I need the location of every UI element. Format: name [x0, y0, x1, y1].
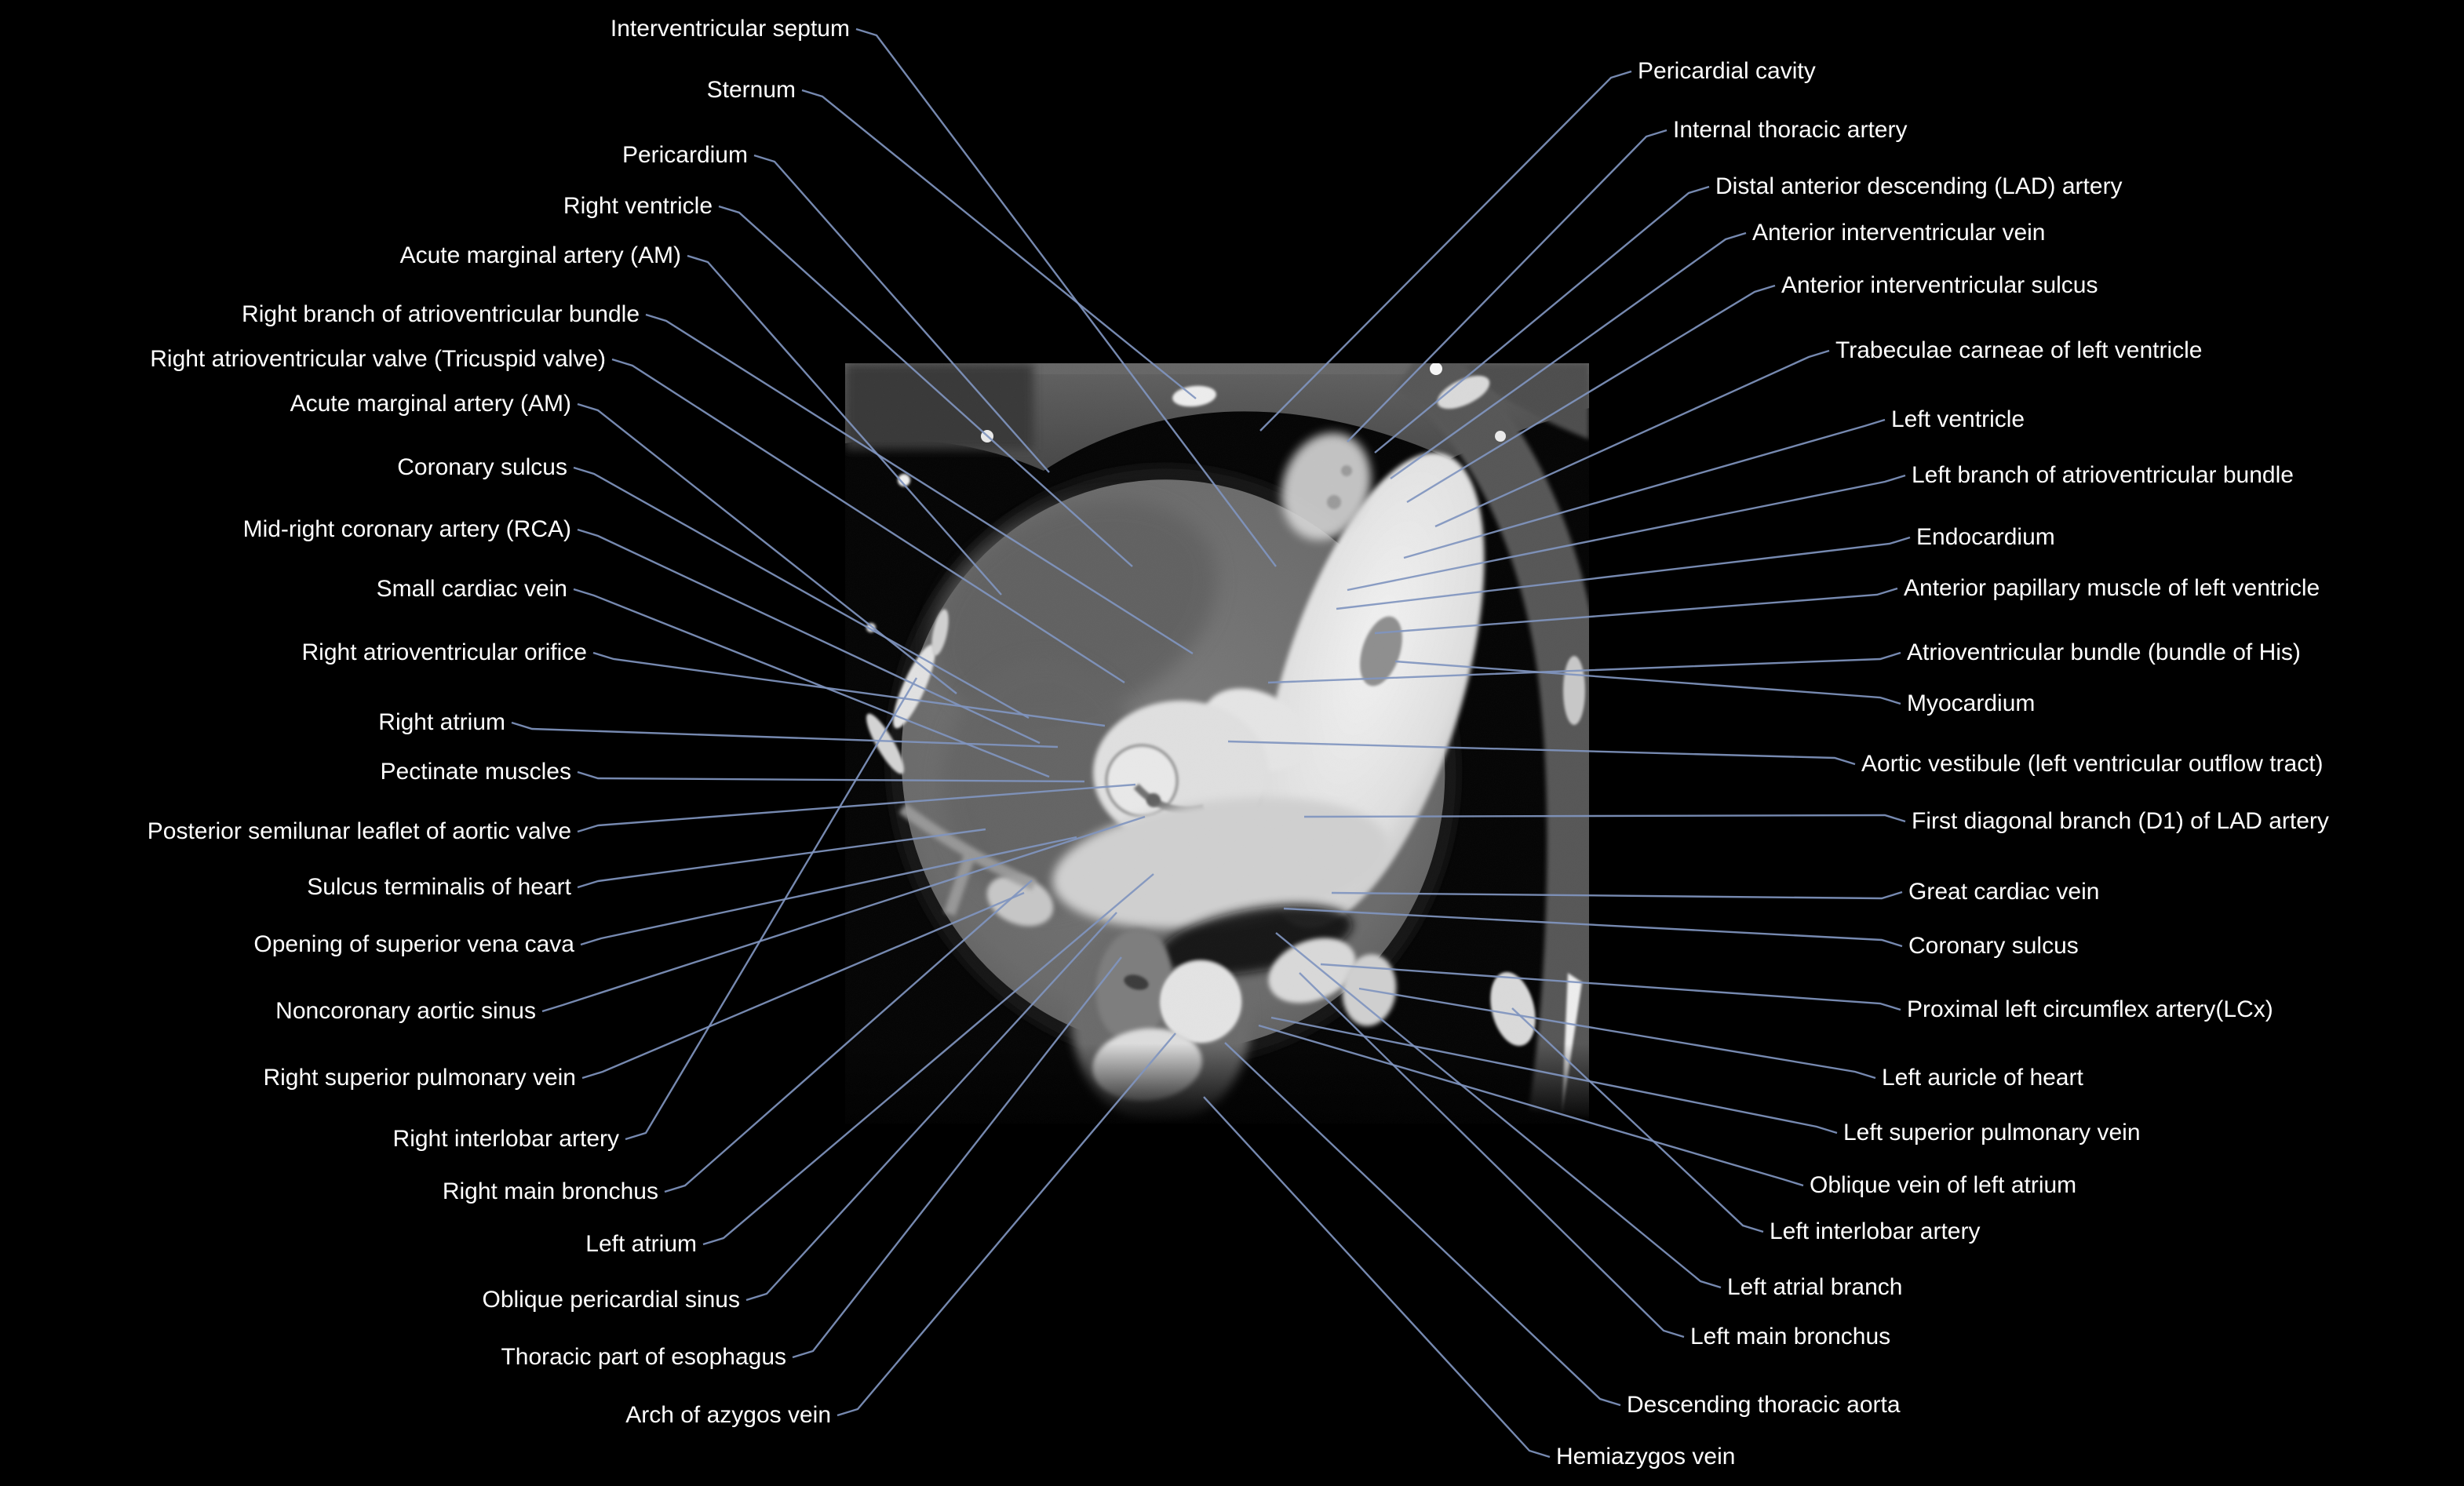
leader-line-acute-marginal-artery-am: [577, 402, 957, 694]
leader-line-small-cardiac-vein: [573, 588, 1050, 778]
leader-line-right-atrium: [511, 721, 1059, 748]
leader-line-left-ventricle: [1403, 418, 1886, 559]
leader-line-pericardium: [753, 154, 1050, 473]
leader-line-right-interlobar-artery: [625, 677, 918, 1141]
leader-line-left-auricle-of-heart: [1358, 987, 1876, 1080]
leader-line-interventricular-septum: [855, 27, 1277, 567]
leader-line-noncoronary-aortic-sinus: [541, 815, 1146, 1013]
ct-image: [845, 363, 1589, 1124]
leader-line-myocardium: [1394, 660, 1901, 705]
leader-line-anterior-interventricular-vein: [1390, 231, 1747, 479]
leader-line-descending-thoracic-aorta: [1224, 1042, 1621, 1407]
leader-line-left-atrium: [702, 873, 1154, 1246]
leader-line-trabeculae-carneae-of-left-ventricle: [1434, 349, 1830, 528]
leader-line-right-main-bronchus: [664, 880, 1033, 1193]
leader-line-acute-marginal-artery-am: [687, 254, 1002, 595]
leader-line-anterior-papillary-muscle-of-left-ventricle: [1374, 587, 1898, 635]
leader-line-right-ventricle: [718, 205, 1133, 567]
leader-line-left-atrial-branch: [1275, 932, 1722, 1289]
leader-line-mid-right-coronary-artery-rca: [577, 528, 1041, 745]
leader-line-internal-thoracic-artery: [1347, 129, 1668, 443]
leader-line-left-main-bronchus: [1299, 972, 1685, 1338]
leader-line-aortic-vestibule-left-ventricular-outflow-tract: [1227, 740, 1856, 766]
leader-line-pericardial-cavity: [1259, 70, 1632, 432]
leader-line-proximal-left-circumflex-artery-lcx: [1320, 963, 1901, 1011]
leader-line-first-diagonal-branch-d1-of-lad-artery: [1303, 814, 1906, 823]
leader-line-left-superior-pulmonary-vein: [1270, 1016, 1838, 1135]
leader-line-distal-anterior-descending-lad-artery: [1374, 185, 1710, 453]
leader-line-thoracic-part-of-esophagus: [792, 956, 1122, 1359]
leader-line-sulcus-terminalis-of-heart: [577, 828, 986, 889]
leader-line-great-cardiac-vein: [1331, 891, 1903, 900]
leader-line-pectinate-muscles: [577, 770, 1085, 783]
leader-line-atrioventricular-bundle-bundle-of-his: [1267, 651, 1901, 684]
leader-line-right-atrioventricular-valve-tricuspid-valve: [611, 358, 1125, 684]
leader-line-right-superior-pulmonary-vein: [581, 891, 1025, 1080]
leader-line-left-branch-of-atrioventricular-bundle: [1347, 474, 1906, 592]
leader-line-coronary-sulcus: [573, 466, 1030, 719]
leader-line-coronary-sulcus: [1283, 907, 1903, 948]
leader-line-right-atrioventricular-orifice: [592, 651, 1106, 727]
leader-line-anterior-interventricular-sulcus: [1406, 284, 1776, 504]
leader-lines: [511, 27, 1911, 1459]
leader-line-posterior-semilunar-leaflet-of-aortic-valve: [577, 783, 1136, 833]
leader-line-right-branch-of-atrioventricular-bundle: [645, 313, 1194, 655]
leader-line-opening-of-superior-vena-cava: [580, 836, 1077, 946]
leader-line-arch-of-azygos-vein: [837, 1033, 1176, 1417]
leader-line-hemiazygos-vein: [1203, 1096, 1551, 1459]
leader-line-left-interlobar-artery: [1511, 1007, 1764, 1233]
leader-line-oblique-pericardial-sinus: [745, 912, 1117, 1302]
leader-line-sternum: [801, 89, 1197, 399]
leader-line-oblique-vein-of-left-atrium: [1258, 1024, 1804, 1187]
leader-line-endocardium: [1336, 536, 1911, 610]
